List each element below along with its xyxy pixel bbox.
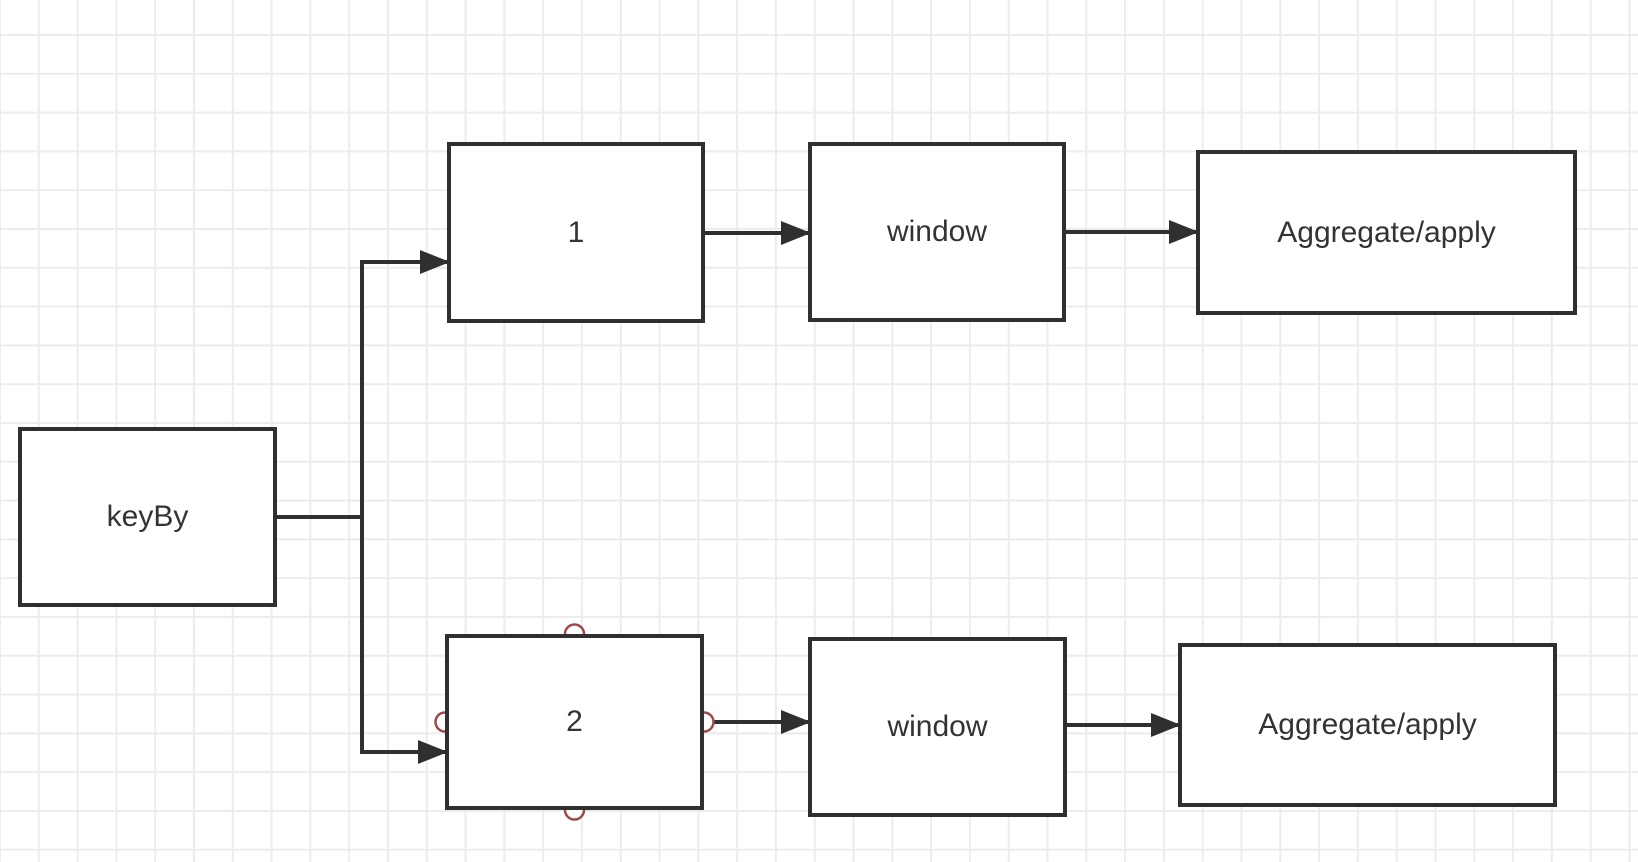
node-window-bottom[interactable]: window [808,637,1067,817]
node-keyby[interactable]: keyBy [18,427,277,607]
node-stream-1[interactable]: 1 [447,142,705,323]
node-label: window [887,710,988,743]
node-stream-2[interactable]: 2 [445,634,704,810]
node-label: keyBy [106,500,189,533]
node-aggregate-top[interactable]: Aggregate/apply [1196,150,1577,315]
node-label: Aggregate/apply [1258,708,1477,741]
node-aggregate-bottom[interactable]: Aggregate/apply [1178,643,1557,807]
node-label: 1 [567,215,585,249]
node-label: Aggregate/apply [1277,215,1496,249]
node-window-top[interactable]: window [808,142,1066,322]
node-label: 2 [566,705,583,738]
node-label: window [886,215,988,248]
